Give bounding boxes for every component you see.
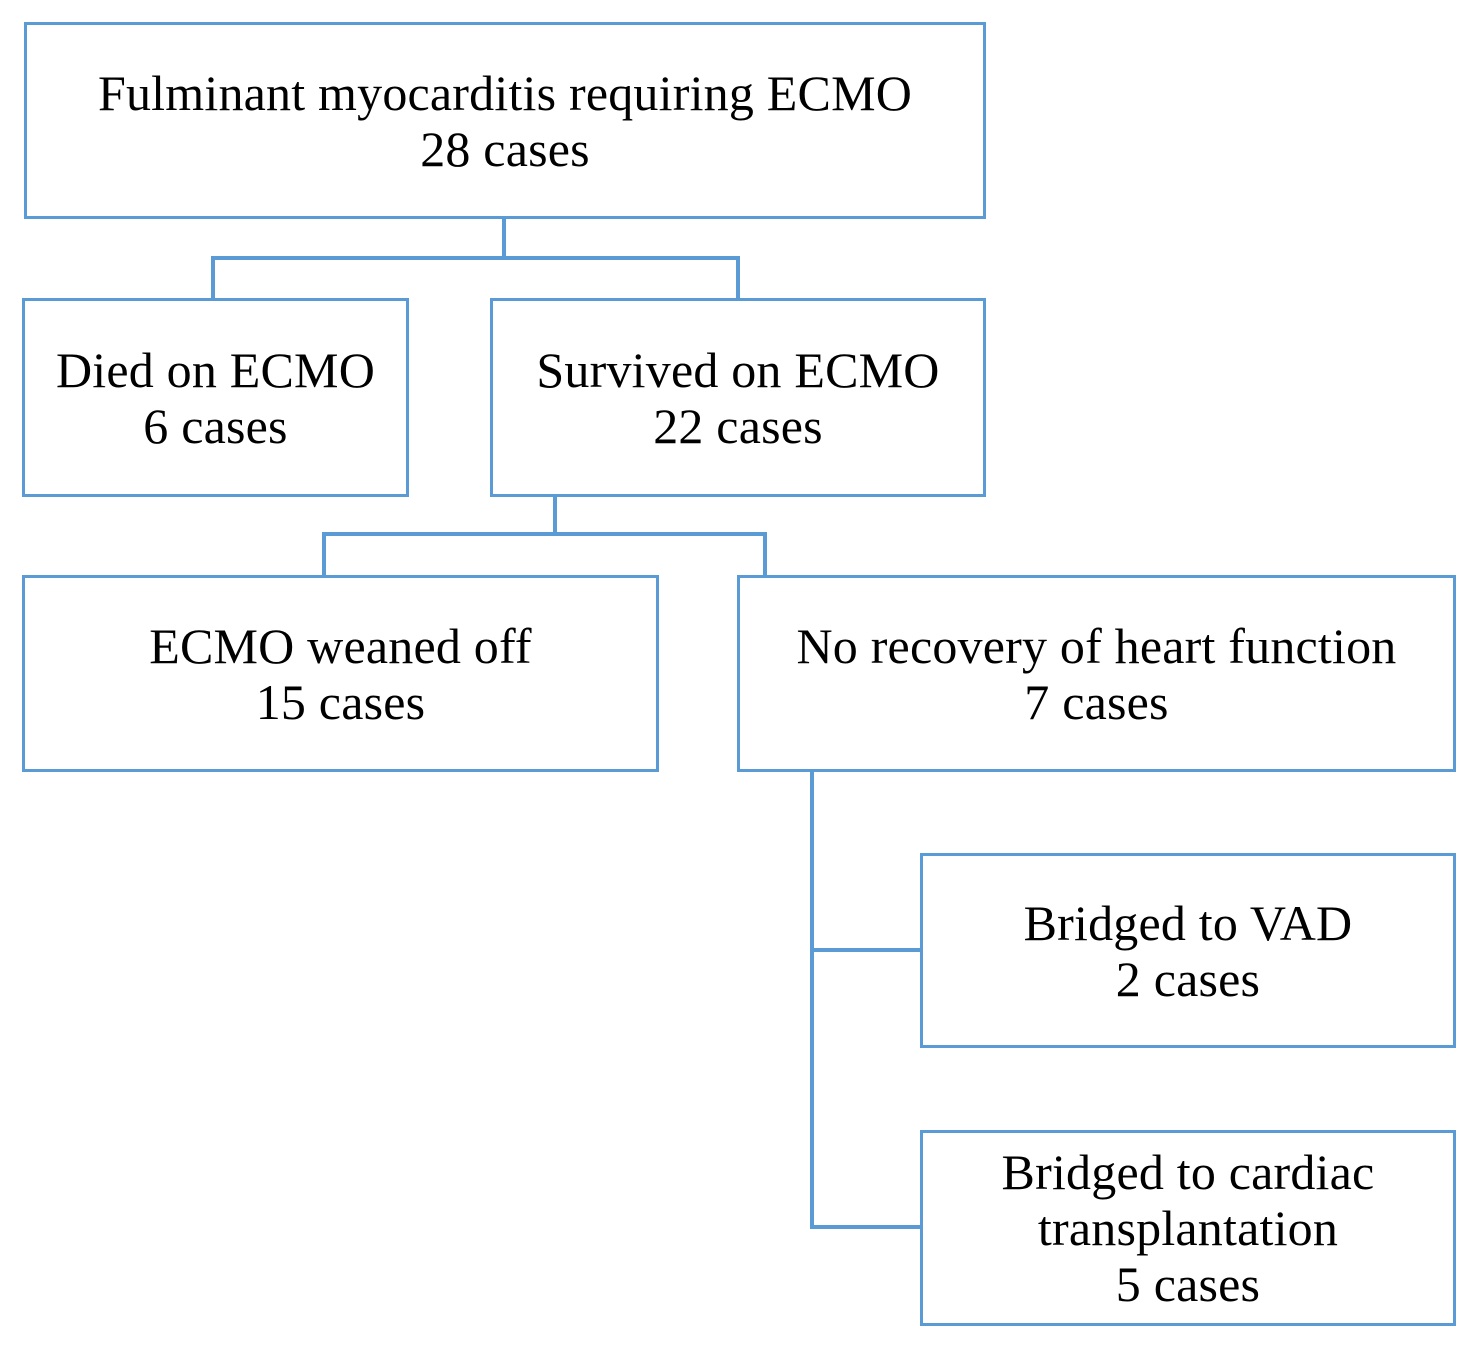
node-survived-on-ecmo: Survived on ECMO 22 cases bbox=[490, 298, 986, 497]
node-norecovery-label: No recovery of heart function 7 cases bbox=[740, 618, 1453, 730]
node-vad-line2: 2 cases bbox=[1115, 950, 1261, 1007]
connector-survived-to-no-recovery bbox=[763, 532, 767, 577]
node-died-line2: 6 cases bbox=[143, 397, 288, 454]
node-weaned-line1: ECMO weaned off bbox=[149, 617, 532, 674]
node-transplant-line1: Bridged to cardiac bbox=[1001, 1144, 1375, 1200]
node-weaned-line2: 15 cases bbox=[255, 673, 426, 730]
node-survived-line2: 22 cases bbox=[653, 397, 823, 454]
node-root-line1: Fulminant myocarditis requiring ECMO bbox=[97, 64, 913, 121]
node-died-label: Died on ECMO 6 cases bbox=[25, 342, 406, 454]
connector-survived-stem bbox=[553, 495, 557, 536]
node-vad-label: Bridged to VAD 2 cases bbox=[923, 895, 1453, 1007]
node-norecovery-line2: 7 cases bbox=[1024, 673, 1169, 730]
node-died-on-ecmo: Died on ECMO 6 cases bbox=[22, 298, 409, 497]
connector-survived-horizontal-bar bbox=[322, 532, 767, 536]
node-no-recovery-of-heart-function: No recovery of heart function 7 cases bbox=[737, 575, 1456, 772]
node-bridged-to-cardiac-transplantation: Bridged to cardiac transplantation 5 cas… bbox=[920, 1130, 1456, 1326]
node-survived-label: Survived on ECMO 22 cases bbox=[493, 342, 983, 454]
connector-no-recovery-to-transplant bbox=[810, 1225, 922, 1229]
node-transplant-line2: transplantation bbox=[1037, 1200, 1339, 1256]
connector-root-to-died bbox=[211, 256, 215, 300]
connector-root-horizontal-bar bbox=[211, 256, 740, 260]
connector-no-recovery-stem bbox=[810, 770, 814, 1229]
node-transplant-line3: 5 cases bbox=[1115, 1256, 1261, 1312]
node-fulminant-myocarditis-requiring-ecmo: Fulminant myocarditis requiring ECMO 28 … bbox=[24, 22, 986, 219]
connector-no-recovery-to-vad bbox=[810, 948, 922, 952]
node-ecmo-weaned-off: ECMO weaned off 15 cases bbox=[22, 575, 659, 772]
node-norecovery-line1: No recovery of heart function bbox=[796, 617, 1397, 674]
node-died-line1: Died on ECMO bbox=[55, 341, 376, 398]
node-root-label: Fulminant myocarditis requiring ECMO 28 … bbox=[27, 65, 983, 177]
node-weaned-label: ECMO weaned off 15 cases bbox=[25, 618, 656, 730]
node-root-line2: 28 cases bbox=[420, 120, 590, 177]
node-bridged-to-vad: Bridged to VAD 2 cases bbox=[920, 853, 1456, 1048]
node-survived-line1: Survived on ECMO bbox=[536, 341, 940, 398]
node-transplant-label: Bridged to cardiac transplantation 5 cas… bbox=[923, 1144, 1453, 1312]
connector-root-stem bbox=[502, 219, 506, 260]
connector-root-to-survived bbox=[736, 256, 740, 300]
node-vad-line1: Bridged to VAD bbox=[1023, 894, 1353, 951]
connector-survived-to-weaned bbox=[322, 532, 326, 577]
